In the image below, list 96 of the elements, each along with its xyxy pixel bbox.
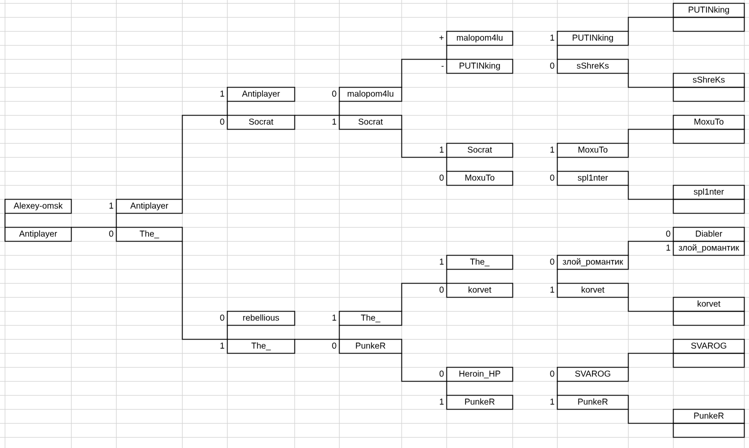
player-name-box: Alexey-omsk — [4, 198, 72, 214]
player-name-box: Heroin_HP — [446, 366, 514, 382]
connector-line — [401, 352, 448, 382]
player-name-box: The_ — [446, 254, 514, 270]
connector-line — [628, 296, 674, 312]
player-name-box: korvet — [556, 282, 629, 298]
connector-line — [70, 226, 117, 228]
player-name-box: PunkeR — [338, 338, 402, 354]
connector-line — [628, 184, 674, 200]
player-name-box: PunkeR — [672, 408, 745, 424]
score-label: 1 — [550, 146, 554, 153]
player-name-box: The_ — [226, 338, 296, 354]
score-label: 1 — [550, 398, 554, 405]
score-label: 0 — [220, 118, 224, 125]
player-name-box: Diabler — [672, 226, 745, 242]
score-label: 0 — [550, 370, 554, 377]
player-name-box: злой_романтик — [672, 240, 745, 256]
score-label: 0 — [332, 90, 336, 97]
score-label: 1 — [332, 118, 336, 125]
connector-line — [294, 114, 340, 116]
player-name-box: Socrat — [226, 114, 296, 130]
player-name-box: The_ — [338, 310, 402, 326]
player-name-box: Antiplayer — [4, 226, 72, 242]
player-name-box: malopom4lu — [446, 30, 514, 46]
connector-line — [628, 240, 674, 256]
connector-line — [628, 408, 674, 424]
score-label: + — [439, 36, 444, 40]
score-label: 1 — [440, 258, 444, 265]
bracket-line — [556, 156, 558, 172]
score-label: 0 — [666, 230, 670, 237]
score-label: 1 — [550, 286, 554, 293]
player-name-box: Socrat — [446, 142, 514, 158]
player-name-box: The_ — [116, 226, 183, 242]
player-name-box: malopom4lu — [338, 86, 402, 102]
player-name-box: MoxuTo — [556, 142, 629, 158]
bracket-line — [4, 212, 6, 228]
bracket-line — [226, 324, 228, 340]
player-name-box: Antiplayer — [116, 198, 183, 214]
score-label: 1 — [110, 202, 114, 209]
score-label: 1 — [666, 244, 670, 251]
score-label: 1 — [220, 90, 224, 97]
bracket-line — [556, 268, 558, 284]
connector-line — [401, 282, 448, 312]
player-name-box: PunkeR — [446, 394, 514, 410]
player-name-box: rebellious — [226, 310, 296, 326]
connector-line — [628, 16, 674, 32]
score-label: 0 — [440, 370, 444, 377]
score-label: 1 — [440, 146, 444, 153]
player-name-box: sShreKs — [556, 58, 629, 74]
player-name-box: MoxuTo — [446, 170, 514, 186]
player-name-box: MoxuTo — [672, 114, 745, 130]
player-name-box: PunkeR — [556, 394, 629, 410]
score-label: 1 — [440, 398, 444, 405]
player-name-box: sShreKs — [672, 72, 745, 88]
connector-line — [628, 352, 674, 368]
player-name-box: PUTINking — [672, 2, 745, 18]
player-name-box: злой_романтик — [556, 254, 629, 270]
bracket-line — [226, 100, 228, 116]
bracket-line — [338, 324, 340, 340]
player-name-box: spl1nter — [672, 184, 745, 200]
player-name-box: Socrat — [338, 114, 402, 130]
connector-line — [628, 128, 674, 144]
score-label: 0 — [220, 314, 224, 321]
score-label: 1 — [550, 34, 554, 41]
score-label: 0 — [109, 230, 114, 237]
connector-line — [294, 338, 340, 340]
player-name-box: SVAROG — [672, 338, 745, 354]
player-name-box: PUTINking — [556, 30, 629, 46]
player-name-box: korvet — [672, 296, 745, 312]
player-name-box: korvet — [446, 282, 514, 298]
bracket-line — [556, 44, 558, 60]
bracket-line — [446, 380, 448, 396]
score-label: 0 — [550, 258, 554, 265]
connector-line — [401, 58, 448, 88]
score-label: - — [442, 66, 444, 67]
score-label: 1 — [220, 342, 224, 349]
score-label: 0 — [550, 174, 554, 181]
connector-line — [182, 114, 228, 200]
player-name-box: spl1nter — [556, 170, 629, 186]
bracket-line — [556, 380, 558, 396]
bracket-line — [446, 156, 448, 172]
connector-line — [628, 72, 674, 88]
player-name-box: Antiplayer — [226, 86, 296, 102]
player-name-box: SVAROG — [556, 366, 629, 382]
bracket-line — [446, 44, 448, 60]
score-label: 0 — [440, 174, 444, 181]
bracket-line — [116, 212, 117, 228]
player-name-box: PUTINking — [446, 58, 514, 74]
bracket-line — [446, 268, 448, 284]
connector-line — [182, 240, 228, 340]
bracket-line — [338, 100, 340, 116]
score-label: 0 — [440, 286, 444, 293]
score-label: 1 — [332, 314, 336, 321]
connector-line — [401, 128, 448, 158]
score-label: 0 — [332, 342, 336, 349]
score-label: 0 — [550, 62, 554, 69]
